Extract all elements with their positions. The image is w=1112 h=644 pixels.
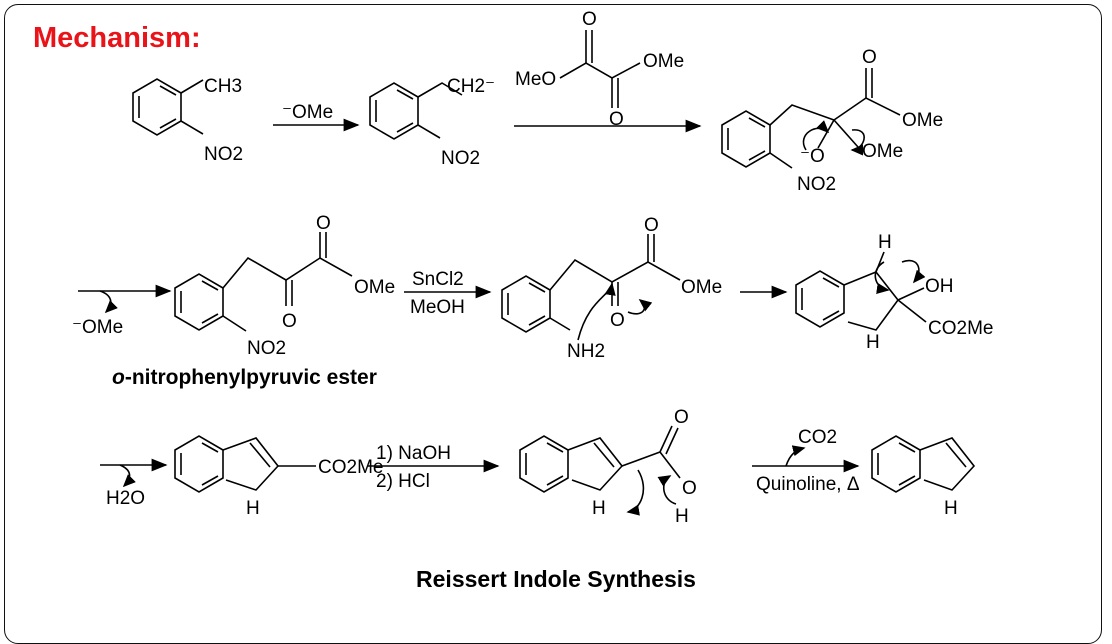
ch2-anion-label: CH2⁻: [447, 76, 495, 97]
ome-label: OMe: [902, 110, 943, 131]
o-label: O: [316, 213, 331, 234]
reagent-sncl2: SnCl2: [412, 269, 464, 290]
o-label: O: [282, 311, 297, 332]
ome-label: OMe: [862, 141, 903, 162]
nh-label: H: [246, 498, 260, 519]
no2-label: NO2: [247, 338, 286, 359]
dimethyl-oxalate: MeO O O OMe: [515, 9, 684, 130]
amino-pyruvate-intermediate: O O OMe NH2: [501, 215, 722, 362]
curved-arrow: [901, 259, 926, 284]
co2-label: CO2: [798, 427, 837, 448]
ome-label: OMe: [643, 51, 684, 72]
curved-arrow: [785, 445, 806, 467]
reaction-scheme: CH3 NO2 ⁻OMe CH2⁻ NO2 MeO O O OMe O OMe …: [72, 9, 993, 527]
nh-label: H: [944, 498, 958, 519]
curved-arrow: [850, 129, 865, 156]
h-label: H: [878, 232, 892, 253]
mechanism-heading: Mechanism:: [33, 22, 201, 54]
ome-label: OMe: [354, 277, 395, 298]
curved-arrow: [657, 475, 677, 505]
indole-product: H: [871, 435, 976, 519]
scheme-title: Reissert Indole Synthesis: [416, 566, 696, 592]
ome-label: OMe: [681, 277, 722, 298]
h-label: H: [675, 506, 689, 527]
meo-label: MeO: [515, 69, 556, 90]
ch3-label: CH3: [204, 76, 242, 97]
intermediate-name: -nitrophenylpyruvic ester: [124, 366, 377, 389]
benzyl-carbanion: CH2⁻ NO2: [369, 76, 495, 169]
o-label: O: [644, 215, 659, 236]
o-nitrophenylpyruvic-ester: O O OMe NO2: [174, 213, 395, 359]
indole-2-carboxylic-acid: O O H H: [519, 407, 697, 527]
tetrahedral-intermediate: O OMe ⁻O OMe NO2: [721, 47, 943, 195]
co2me-label: CO2Me: [928, 318, 993, 339]
no2-label: NO2: [441, 148, 480, 169]
curved-arrow: [874, 261, 890, 294]
conditions-label: Quinoline, Δ: [756, 474, 860, 495]
methyl-indole-2-carboxylate: CO2Me H: [174, 435, 383, 519]
methoxide-label: ⁻OMe: [282, 102, 333, 123]
co2me-label: CO2Me: [318, 457, 383, 478]
no2-label: NO2: [204, 144, 243, 165]
oh-label: OH: [925, 276, 954, 297]
curved-arrow: [119, 464, 136, 488]
reagent-methanol: MeOH: [410, 297, 465, 318]
hydroxy-indoline-ester: H OH CO2Me H: [795, 232, 993, 353]
reagent-hcl: 2) HCl: [376, 471, 430, 492]
curved-arrow: [627, 298, 653, 315]
o-label: O: [682, 478, 697, 499]
curved-arrow: [99, 290, 118, 314]
o-label: O: [610, 310, 625, 331]
alkoxide-label: ⁻O: [800, 146, 825, 167]
curved-arrow: [577, 282, 616, 341]
o-label: O: [582, 9, 597, 30]
nh2-label: NH2: [567, 341, 605, 362]
reagent-naoh: 1) NaOH: [376, 443, 451, 464]
o-label: O: [674, 407, 689, 428]
curved-arrow: [802, 120, 830, 151]
nh-label: H: [592, 498, 606, 519]
o-label: O: [609, 109, 624, 130]
water-label: H2O: [106, 488, 145, 509]
no2-label: NO2: [797, 174, 836, 195]
o-nitrotoluene: CH3 NO2: [132, 76, 243, 165]
methoxide-leaving-label: ⁻OMe: [72, 317, 123, 338]
intermediate-caption: o-nitrophenylpyruvic ester: [112, 366, 377, 390]
o-label: O: [862, 47, 877, 68]
curved-arrow: [626, 469, 645, 516]
ortho-prefix: o: [112, 366, 125, 389]
nh-label: H: [866, 332, 880, 353]
